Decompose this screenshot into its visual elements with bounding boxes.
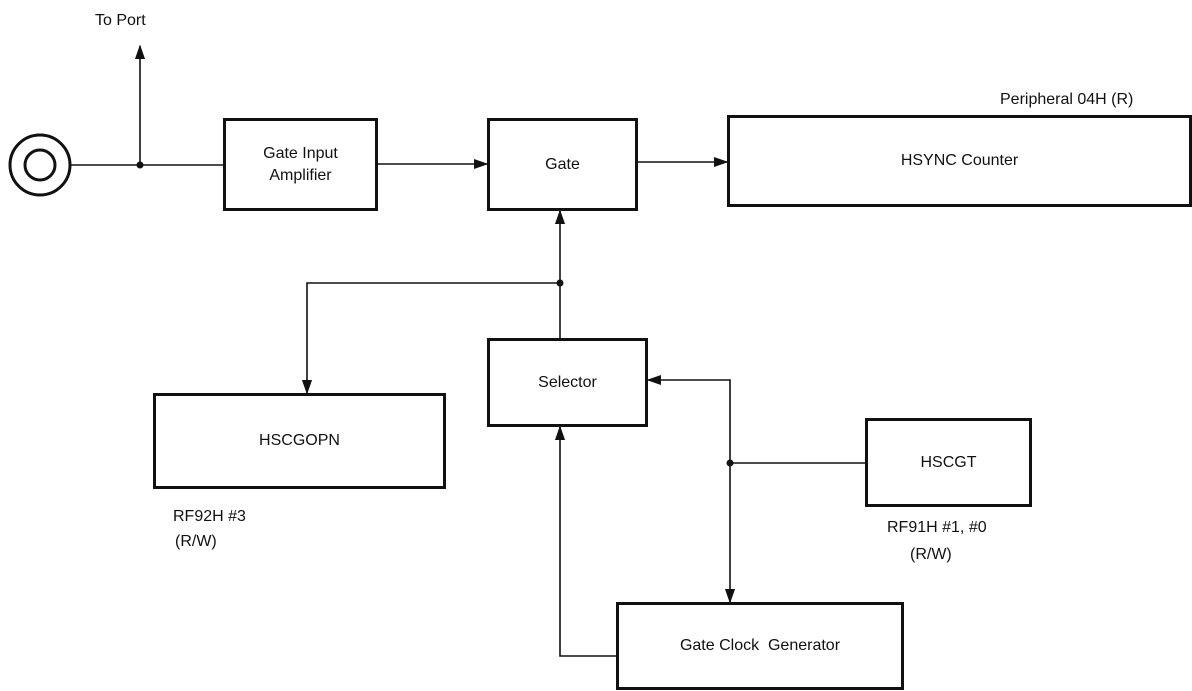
gate-block: Gate xyxy=(487,118,638,211)
hscgt-block: HSCGT xyxy=(865,418,1032,507)
gate-clock-generator-block: Gate Clock Generator xyxy=(616,602,904,690)
rf92h-register-label: RF92H #3 xyxy=(173,508,246,525)
wire-to-hscgopn xyxy=(301,282,560,395)
gate-input-amplifier-line2: Amplifier xyxy=(269,166,332,184)
wire-clock-generator-to-selector xyxy=(554,425,616,657)
hscgopn-block: HSCGOPN xyxy=(153,393,446,489)
gate-input-amplifier-block: Gate Input Amplifier xyxy=(223,118,378,211)
hscgt-label: HSCGT xyxy=(920,453,977,471)
rf92h-access-mode: (R/W) xyxy=(175,533,217,550)
to-port-label: To Port xyxy=(95,12,146,29)
hscgopn-label: HSCGOPN xyxy=(259,432,340,449)
selector-block: Selector xyxy=(487,338,648,427)
hsync-counter-label: HSYNC Counter xyxy=(900,152,1019,169)
selector-label: Selector xyxy=(538,373,597,391)
gate-input-amplifier-line1: Gate Input xyxy=(263,144,338,162)
input-connector-icon xyxy=(8,133,72,197)
gate-label: Gate xyxy=(545,155,580,173)
rf91h-access-mode: (R/W) xyxy=(910,546,952,563)
wire-hscgt-to-selector xyxy=(646,374,731,463)
peripheral-register-label: Peripheral 04H (R) xyxy=(1000,91,1134,108)
rf91h-register-label: RF91H #1, #0 xyxy=(887,519,987,536)
hsync-counter-block: HSYNC Counter xyxy=(727,115,1192,207)
gate-clock-generator-label: Gate Clock Generator xyxy=(679,637,841,654)
